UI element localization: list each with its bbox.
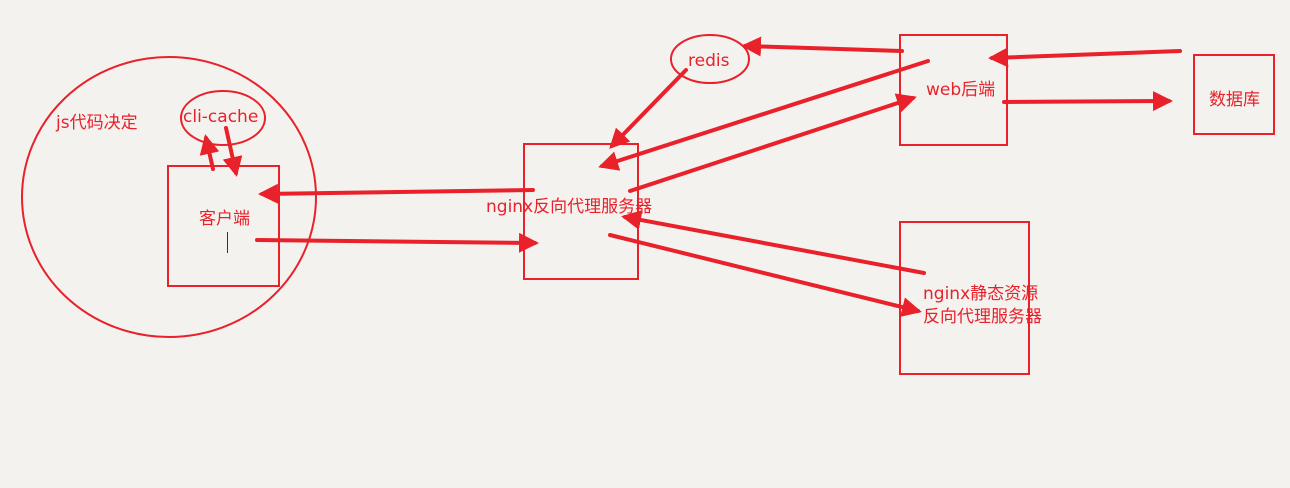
arrow-proxy-to-web — [628, 93, 917, 193]
arrow-proxy-to-static — [608, 233, 922, 317]
database-label: 数据库 — [1209, 90, 1260, 110]
arrow-cache-to-client — [222, 126, 243, 177]
nginx-static-label-line1: nginx静态资源 — [923, 284, 1039, 304]
cli-cache-label: cli-cache — [183, 107, 259, 127]
nginx-static-box — [899, 221, 1030, 375]
js-scope-label: js代码决定 — [56, 113, 138, 133]
arrow-web-to-proxy — [598, 59, 930, 171]
arrow-web-to-database — [1002, 91, 1173, 112]
arrow-client-to-proxy — [255, 232, 539, 253]
redis-label: redis — [688, 51, 730, 71]
arrow-proxy-to-client — [258, 183, 535, 204]
client-label: 客户端 — [199, 209, 250, 229]
web-backend-label: web后端 — [926, 80, 996, 100]
nginx-static-label-line2: 反向代理服务器 — [923, 307, 1042, 327]
arrow-database-to-web — [988, 47, 1182, 68]
cli-cache-ellipse — [180, 90, 266, 146]
arrow-redis-to-proxy — [609, 68, 688, 149]
web-backend-box — [899, 34, 1008, 146]
arrow-client-to-cache — [199, 134, 220, 171]
redis-ellipse — [670, 34, 750, 84]
arrow-web-to-redis — [741, 36, 904, 57]
js-scope-circle — [21, 56, 317, 338]
nginx-proxy-label: nginx反向代理服务器 — [486, 197, 653, 217]
arrow-static-to-proxy — [621, 210, 926, 275]
database-box — [1193, 54, 1275, 135]
text-cursor — [227, 232, 228, 253]
